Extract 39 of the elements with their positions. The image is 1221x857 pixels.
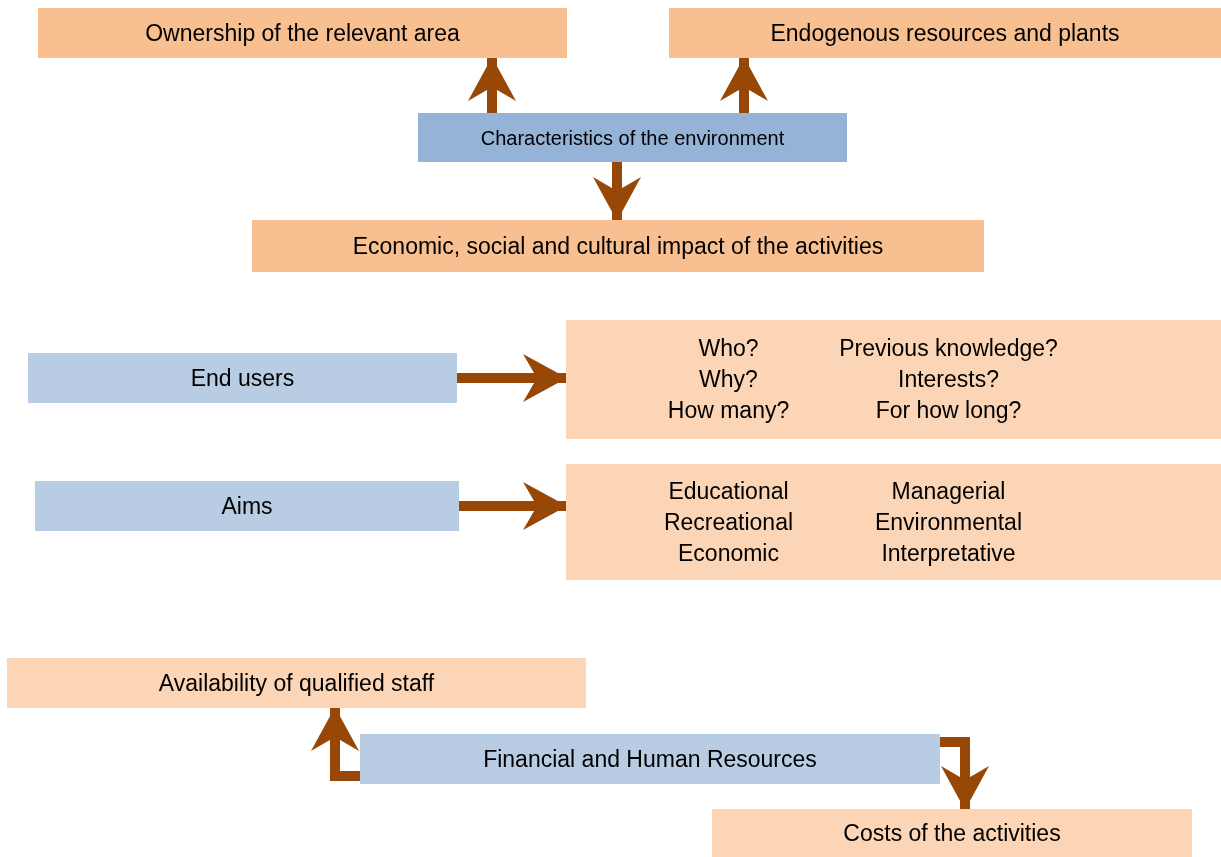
box-label: End users (190, 363, 295, 393)
box-label: Aims (221, 491, 273, 521)
question-text: How many? (666, 396, 791, 425)
arrow (593, 162, 641, 221)
text-box (252, 220, 984, 272)
text-box (7, 658, 586, 708)
text-box (418, 113, 847, 162)
question-text: Previous knowledge? (838, 334, 1059, 363)
text-box (712, 809, 1192, 857)
text-box (360, 734, 940, 784)
arrow (468, 57, 516, 113)
arrow (459, 482, 567, 530)
question-text: Economic (677, 538, 780, 568)
box-label: Endogenous resources and plants (770, 18, 1120, 48)
box-label: Economic, social and cultural impact of the activities (352, 231, 884, 261)
text-box (566, 320, 1221, 439)
arrow (720, 57, 768, 113)
box-label: Costs of the activities (843, 818, 1061, 848)
question-text: Educational (667, 476, 790, 506)
box-label: Characteristics of the environment (480, 125, 785, 151)
text-box (566, 464, 1221, 580)
box-label: Ownership of the relevant area (145, 18, 460, 48)
arrow (457, 354, 567, 402)
question-text: Why? (698, 365, 759, 394)
arrow (311, 707, 360, 781)
text-box (35, 481, 459, 531)
box-label: Availability of qualified staff (158, 668, 435, 698)
text-box (28, 353, 457, 403)
text-box (38, 8, 567, 58)
question-text: Who? (697, 334, 760, 363)
box-label: Financial and Human Resources (483, 744, 817, 774)
question-text: Interests? (897, 365, 1000, 394)
question-text: Recreational (662, 507, 795, 537)
question-text: Environmental (874, 507, 1023, 537)
question-text: For how long? (874, 396, 1023, 425)
question-text: Managerial (890, 476, 1007, 506)
text-box (669, 8, 1221, 58)
question-text: Interpretative (880, 538, 1017, 568)
arrow (940, 737, 989, 810)
